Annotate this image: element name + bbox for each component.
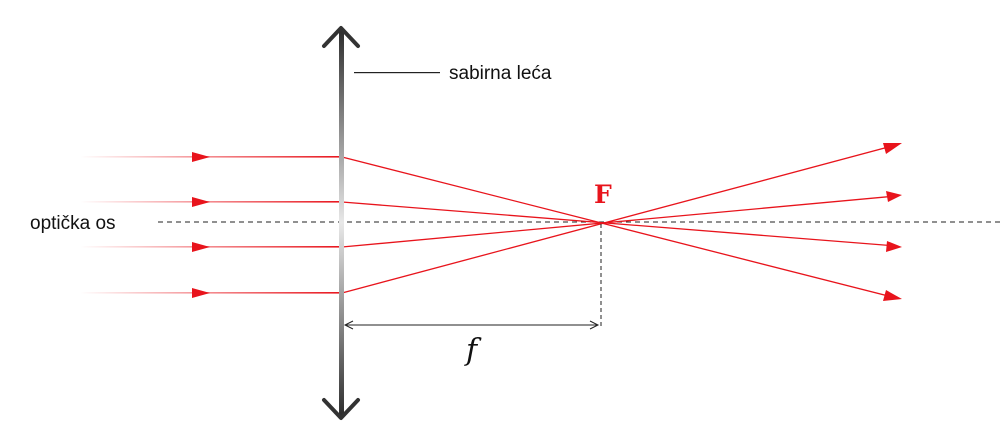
incoming-ray-2 [80,201,342,203]
incoming-ray-3-arrowhead [192,242,210,252]
incoming-ray-2-arrowhead [192,197,210,207]
refracted-ray-4 [341,144,897,294]
converging-lens [322,26,360,420]
refracted-ray-2-arrowhead [886,241,902,252]
incoming-ray-1-arrowhead [192,152,210,162]
focal-length-right-arrowhead [589,320,600,330]
lens-label-leader [354,72,440,74]
incoming-ray-1 [80,156,342,158]
refracted-ray-1-arrowhead [883,290,902,301]
lens-bottom-arrowhead [322,398,360,420]
refracted-ray-1 [341,156,897,299]
focal-length-label: f [464,333,482,368]
refracted-ray-2 [341,201,897,247]
incoming-ray-3 [80,246,342,248]
refracted-ray-3-arrowhead [886,191,902,202]
focal-point-label: F [594,180,612,209]
refracted-arrowheads [883,143,902,301]
incoming-ray-4 [80,292,342,294]
refracted-ray-3 [341,195,897,248]
lens-label: sabirna leća [449,63,552,84]
optical-axis-label: optička os [30,213,116,234]
focal-length-left-arrowhead [343,320,354,330]
lens-top-arrowhead [322,26,360,48]
incoming-ray-4-arrowhead [192,288,210,298]
refracted-rays [341,144,897,299]
refracted-ray-4-arrowhead [883,143,902,154]
focal-length-dimension [343,224,602,330]
incoming-rays [80,152,342,298]
lens-body [339,30,344,416]
